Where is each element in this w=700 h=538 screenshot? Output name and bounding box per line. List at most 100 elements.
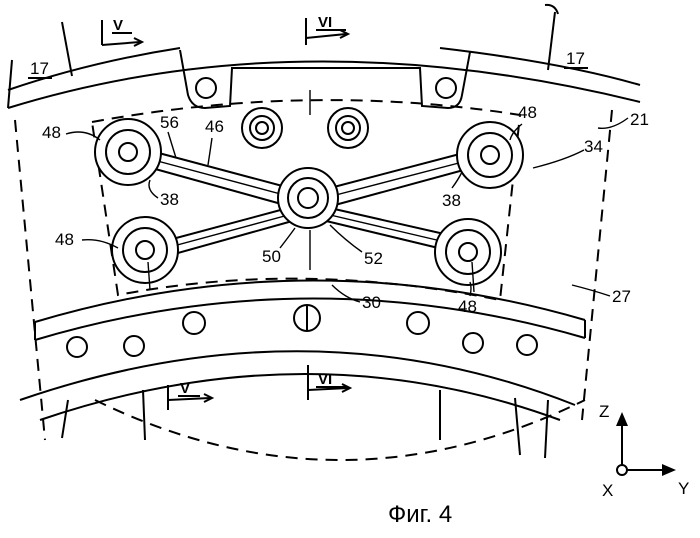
label-46: 46 <box>205 117 224 136</box>
leader-48-bottom-left <box>81 238 119 249</box>
shroud-left-edge <box>14 119 46 441</box>
central-hole <box>297 187 319 209</box>
z-axis-arrowhead <box>616 412 628 426</box>
bolt-hole-left <box>255 121 269 135</box>
lower-line-left-a <box>61 399 69 439</box>
lower-ring-inner-arc <box>34 297 586 341</box>
label-48-top-left: 48 <box>42 123 61 142</box>
label-17-right: 17 <box>566 49 585 68</box>
lower-line-right-b <box>514 397 521 456</box>
leader-48-top-right <box>509 123 523 141</box>
arm-upper-right-b <box>334 164 483 206</box>
corner-boss-bottom-left <box>111 216 179 284</box>
region-34-outline <box>90 99 522 302</box>
bolt-ring-left <box>249 115 275 141</box>
axis-mark-left <box>147 261 151 291</box>
corner-boss-top-right <box>456 121 524 189</box>
arm-lower-right-channel <box>325 213 459 246</box>
leader-27 <box>571 284 611 297</box>
section-cut-top-right-arrow <box>305 33 347 39</box>
corner-boss-top-left <box>94 118 162 186</box>
section-mark-top-right: VI <box>318 14 332 31</box>
section-cut-bottom-right-arrow <box>307 387 349 391</box>
section-cut-bottom-left-head <box>203 393 215 403</box>
label-56: 56 <box>160 113 179 132</box>
ring-hole-1 <box>66 336 88 358</box>
casing-hook-right <box>544 3 559 15</box>
ring-hole-6 <box>516 334 538 356</box>
axis-label-z: Z <box>599 402 609 421</box>
lower-line-left-b <box>142 389 146 441</box>
corner-hole-top-right <box>480 145 500 165</box>
casing-left-tab <box>7 59 13 109</box>
section-mark-bottom-left: V <box>180 380 190 397</box>
corner-ring-top-right <box>467 132 513 178</box>
section-mark-bottom-right: VI <box>318 371 332 388</box>
ring-hole-3 <box>182 311 206 335</box>
arm-lower-right-b <box>321 219 456 253</box>
axis-label-y: Y <box>678 479 689 498</box>
axis-label-x: X <box>602 481 613 500</box>
leader-48-bottom-right <box>469 281 472 297</box>
leader-56 <box>167 131 177 159</box>
leader-38-left <box>148 179 159 199</box>
section-cut-bottom-right-head <box>341 383 353 393</box>
arm-lower-left-b <box>159 219 297 259</box>
figure-caption: Фиг. 4 <box>388 501 452 528</box>
central-boss <box>277 167 339 229</box>
corner-ring-bottom-left <box>122 227 168 273</box>
section-cut-bottom-left-arrow <box>167 397 211 401</box>
coordinate-axes: Z Y X <box>599 402 689 500</box>
x-axis-origin <box>616 464 628 476</box>
corner-ring-top-left <box>105 129 151 175</box>
arm-upper-right-channel <box>331 157 479 197</box>
label-38-right: 38 <box>442 191 461 210</box>
corner-boss-bottom-right <box>434 218 502 286</box>
leader-30 <box>331 284 361 303</box>
section-cut-top-left-head <box>133 37 145 47</box>
label-27: 27 <box>612 287 631 306</box>
lower-line-right-c <box>544 399 549 459</box>
tab-hole-left <box>195 77 217 99</box>
corner-hole-bottom-left <box>135 240 155 260</box>
label-30: 30 <box>362 293 381 312</box>
mounting-tab-outline <box>179 49 471 110</box>
label-17-left: 17 <box>30 59 49 78</box>
arm-upper-right-a <box>329 149 476 189</box>
ring-hole-2 <box>123 335 145 357</box>
section-cut-top-right-head <box>339 29 351 39</box>
bolt-boss-left <box>241 107 283 149</box>
upper-ring-right-lip <box>439 47 641 86</box>
section-cut-top-left-arrow <box>101 41 141 46</box>
upper-ring-left-lip <box>7 47 181 91</box>
label-48-bottom-left: 48 <box>55 230 74 249</box>
casing-line-left <box>61 21 73 77</box>
axis-mark-right <box>471 261 475 293</box>
y-axis-arrowhead <box>662 464 676 476</box>
bolt-ring-right <box>335 115 361 141</box>
shroud-right-edge <box>581 109 613 421</box>
leader-52 <box>329 224 363 253</box>
section-mark-top-left: V <box>113 17 123 34</box>
central-ring <box>287 177 329 219</box>
bolt-hole-right <box>341 121 355 135</box>
corner-ring-bottom-right <box>445 229 491 275</box>
corner-hole-bottom-right <box>458 242 478 262</box>
lower-ring-bottom-arc <box>19 350 576 406</box>
leader-38-right <box>451 171 463 189</box>
ring-hole-5 <box>462 332 484 354</box>
arm-upper-left-a <box>139 147 291 189</box>
lower-ring-top-arc <box>34 279 586 323</box>
label-34: 34 <box>584 137 603 156</box>
tab-hole-right <box>435 77 457 99</box>
leader-46 <box>207 137 213 166</box>
leader-50 <box>279 227 296 249</box>
label-52: 52 <box>364 249 383 268</box>
leader-21 <box>597 117 629 129</box>
label-48-top-right: 48 <box>518 103 537 122</box>
leader-48-top-left <box>65 131 101 141</box>
bolt-boss-right <box>327 107 369 149</box>
upper-ring-outer-arc <box>7 60 641 109</box>
